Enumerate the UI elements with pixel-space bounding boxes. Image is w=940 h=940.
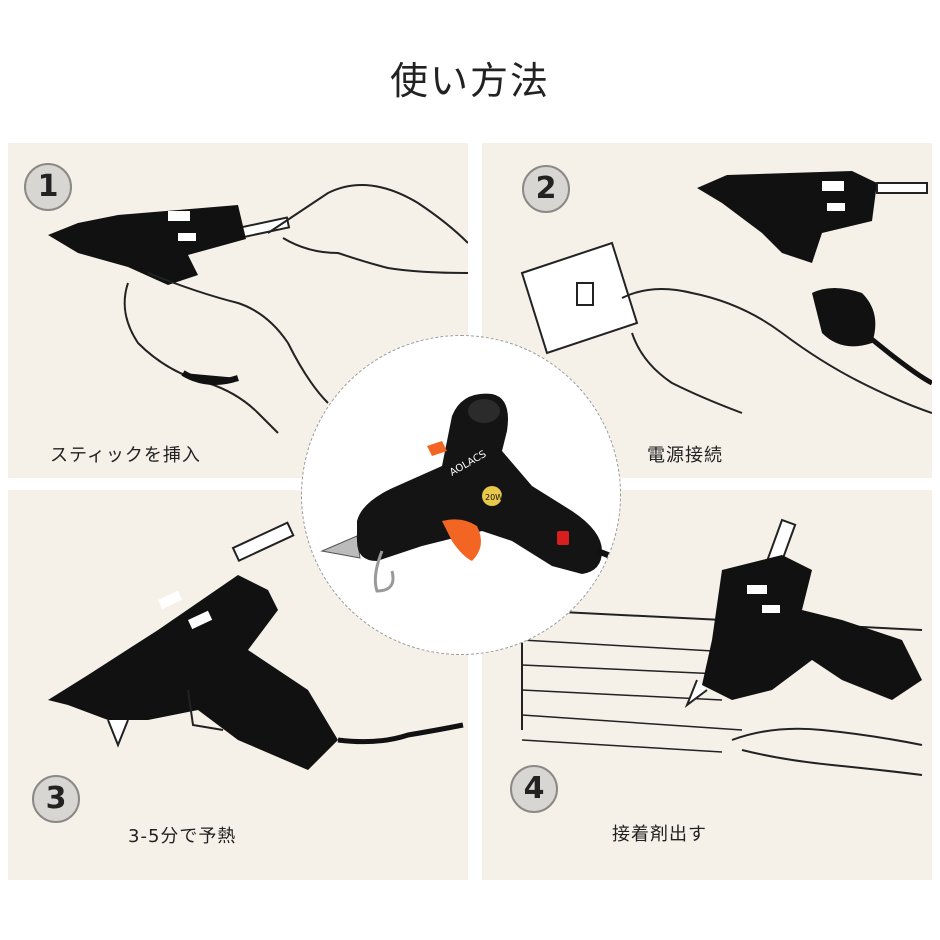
wattage-badge: 20W [485,493,503,502]
glue-gun-icon: AOLACS 20W [320,393,620,593]
preheat-illustration [48,521,464,770]
insert-stick-illustration [48,184,468,434]
step-number-1: 1 [24,163,72,211]
step-number-4: 4 [510,765,558,813]
step-caption-3: 3-5分で予熱 [128,826,237,847]
step-number-3: 3 [32,775,80,823]
step-caption-1: スティックを挿入 [50,445,201,466]
step-caption-4: 接着剤出す [612,824,707,845]
step-panel-1: 1 スティックを挿入 [8,143,468,478]
step-number-2: 2 [522,165,570,213]
step-caption-2: 電源接続 [647,445,723,466]
apply-glue-illustration [521,518,923,776]
product-photo: AOLACS 20W [301,335,621,655]
connect-power-illustration [520,171,932,414]
page-title: 使い方法 [389,59,550,103]
